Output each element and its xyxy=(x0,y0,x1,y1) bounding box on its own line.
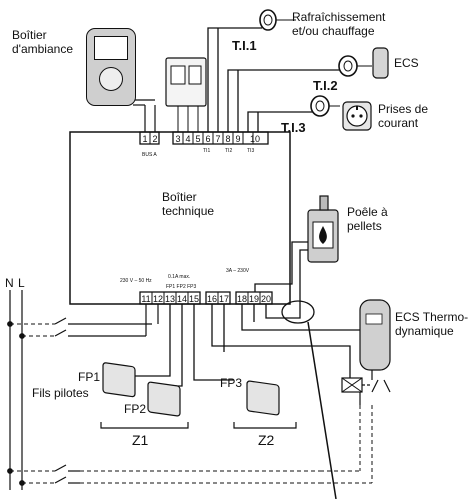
terminal-20: 20 xyxy=(261,294,271,304)
terminal-18: 18 xyxy=(237,294,247,304)
fils-pilotes-label: Fils pilotes xyxy=(32,386,89,400)
terminal-9: 9 xyxy=(235,134,240,144)
terminal-1: 1 xyxy=(142,134,147,144)
line-label: L xyxy=(18,276,25,290)
zone-z2-label: Z2 xyxy=(258,432,275,448)
neutral-label: N xyxy=(5,276,14,290)
fp-list-label: FP1 FP2 FP3 xyxy=(166,284,197,290)
ti3-label: T.I.3 xyxy=(281,120,306,135)
fp3-label: FP3 xyxy=(220,376,243,390)
terminal-15: 15 xyxy=(189,294,199,304)
terminal-14: 14 xyxy=(177,294,187,304)
relay-label: 3A – 230V xyxy=(226,268,250,274)
ti2-label: T.I.2 xyxy=(313,78,338,93)
bus-a-label: BUS A xyxy=(142,152,157,158)
ecs-thermo-label: ECS Thermo-dynamique xyxy=(395,310,469,338)
ti2-small-label: TI2 xyxy=(225,148,232,154)
terminal-6: 6 xyxy=(205,134,210,144)
supply-label: 230 V – 50 Hz xyxy=(120,278,152,284)
fp-max-label: 0.1A max. xyxy=(168,274,190,280)
terminal-4: 4 xyxy=(185,134,190,144)
fp2-label: FP2 xyxy=(124,402,147,416)
ti1-label: T.I.1 xyxy=(232,38,257,53)
terminal-7: 7 xyxy=(215,134,220,144)
ambient-thermostat-icon xyxy=(86,28,136,106)
ecs-label: ECS xyxy=(394,56,419,70)
terminal-8: 8 xyxy=(225,134,230,144)
terminal-19: 19 xyxy=(249,294,259,304)
terminal-12: 12 xyxy=(153,294,163,304)
terminal-5: 5 xyxy=(195,134,200,144)
ti3-small-label: TI3 xyxy=(247,148,254,154)
terminal-10: 10 xyxy=(250,134,260,144)
terminal-11: 11 xyxy=(141,294,150,304)
terminal-2: 2 xyxy=(152,134,157,144)
fp1-label: FP1 xyxy=(78,370,101,384)
terminal-17: 17 xyxy=(219,294,229,304)
zone-z1-label: Z1 xyxy=(132,432,149,448)
terminal-16: 16 xyxy=(207,294,217,304)
terminal-13: 13 xyxy=(165,294,175,304)
terminal-3: 3 xyxy=(175,134,180,144)
ti1-small-label: TI1 xyxy=(203,148,210,154)
